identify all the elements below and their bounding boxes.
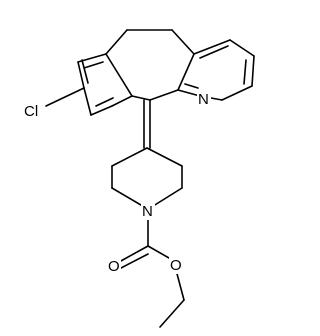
bond: [111, 95, 133, 107]
bond: [175, 269, 185, 301]
carbonyl-oxygen-atom: O: [108, 258, 120, 275]
bond: [193, 39, 231, 55]
bond: [131, 95, 151, 101]
atom-bg: [141, 202, 155, 220]
bond-inner: [199, 45, 229, 59]
bond-inner: [95, 97, 114, 107]
double-bond: [120, 253, 149, 269]
atom-bg: [197, 90, 211, 108]
atom-bg: [22, 101, 44, 121]
piperidine-nitrogen-atom: N: [142, 203, 153, 220]
pyridine-nitrogen-atom: N: [198, 91, 209, 108]
atom-bg: [169, 256, 183, 274]
ester-oxygen-atom: O: [170, 257, 182, 274]
bond: [83, 87, 92, 116]
bond-inner: [81, 59, 89, 84]
bond: [146, 147, 183, 167]
chlorine-atom: Cl: [24, 103, 38, 120]
bond: [251, 55, 255, 87]
bond: [111, 187, 147, 209]
bond: [118, 245, 149, 263]
bond: [229, 39, 255, 57]
bond: [221, 85, 253, 101]
bond-inner: [83, 61, 104, 69]
bond: [159, 299, 185, 328]
bond: [149, 187, 183, 209]
bond: [45, 87, 85, 107]
bond: [105, 29, 128, 55]
bond: [77, 61, 85, 89]
bond: [111, 147, 148, 167]
molecule-drawing: Cl N N O O: [22, 29, 255, 328]
bond-inner: [184, 83, 199, 89]
bond: [105, 53, 133, 97]
atom-bg: [107, 257, 121, 275]
bond: [177, 89, 201, 97]
bond: [171, 29, 195, 55]
bond: [177, 53, 195, 91]
chemical-structure-canvas: Cl N N O O: [22, 29, 255, 328]
bond: [149, 89, 179, 101]
bond: [90, 105, 113, 116]
bond-inner: [243, 59, 247, 85]
